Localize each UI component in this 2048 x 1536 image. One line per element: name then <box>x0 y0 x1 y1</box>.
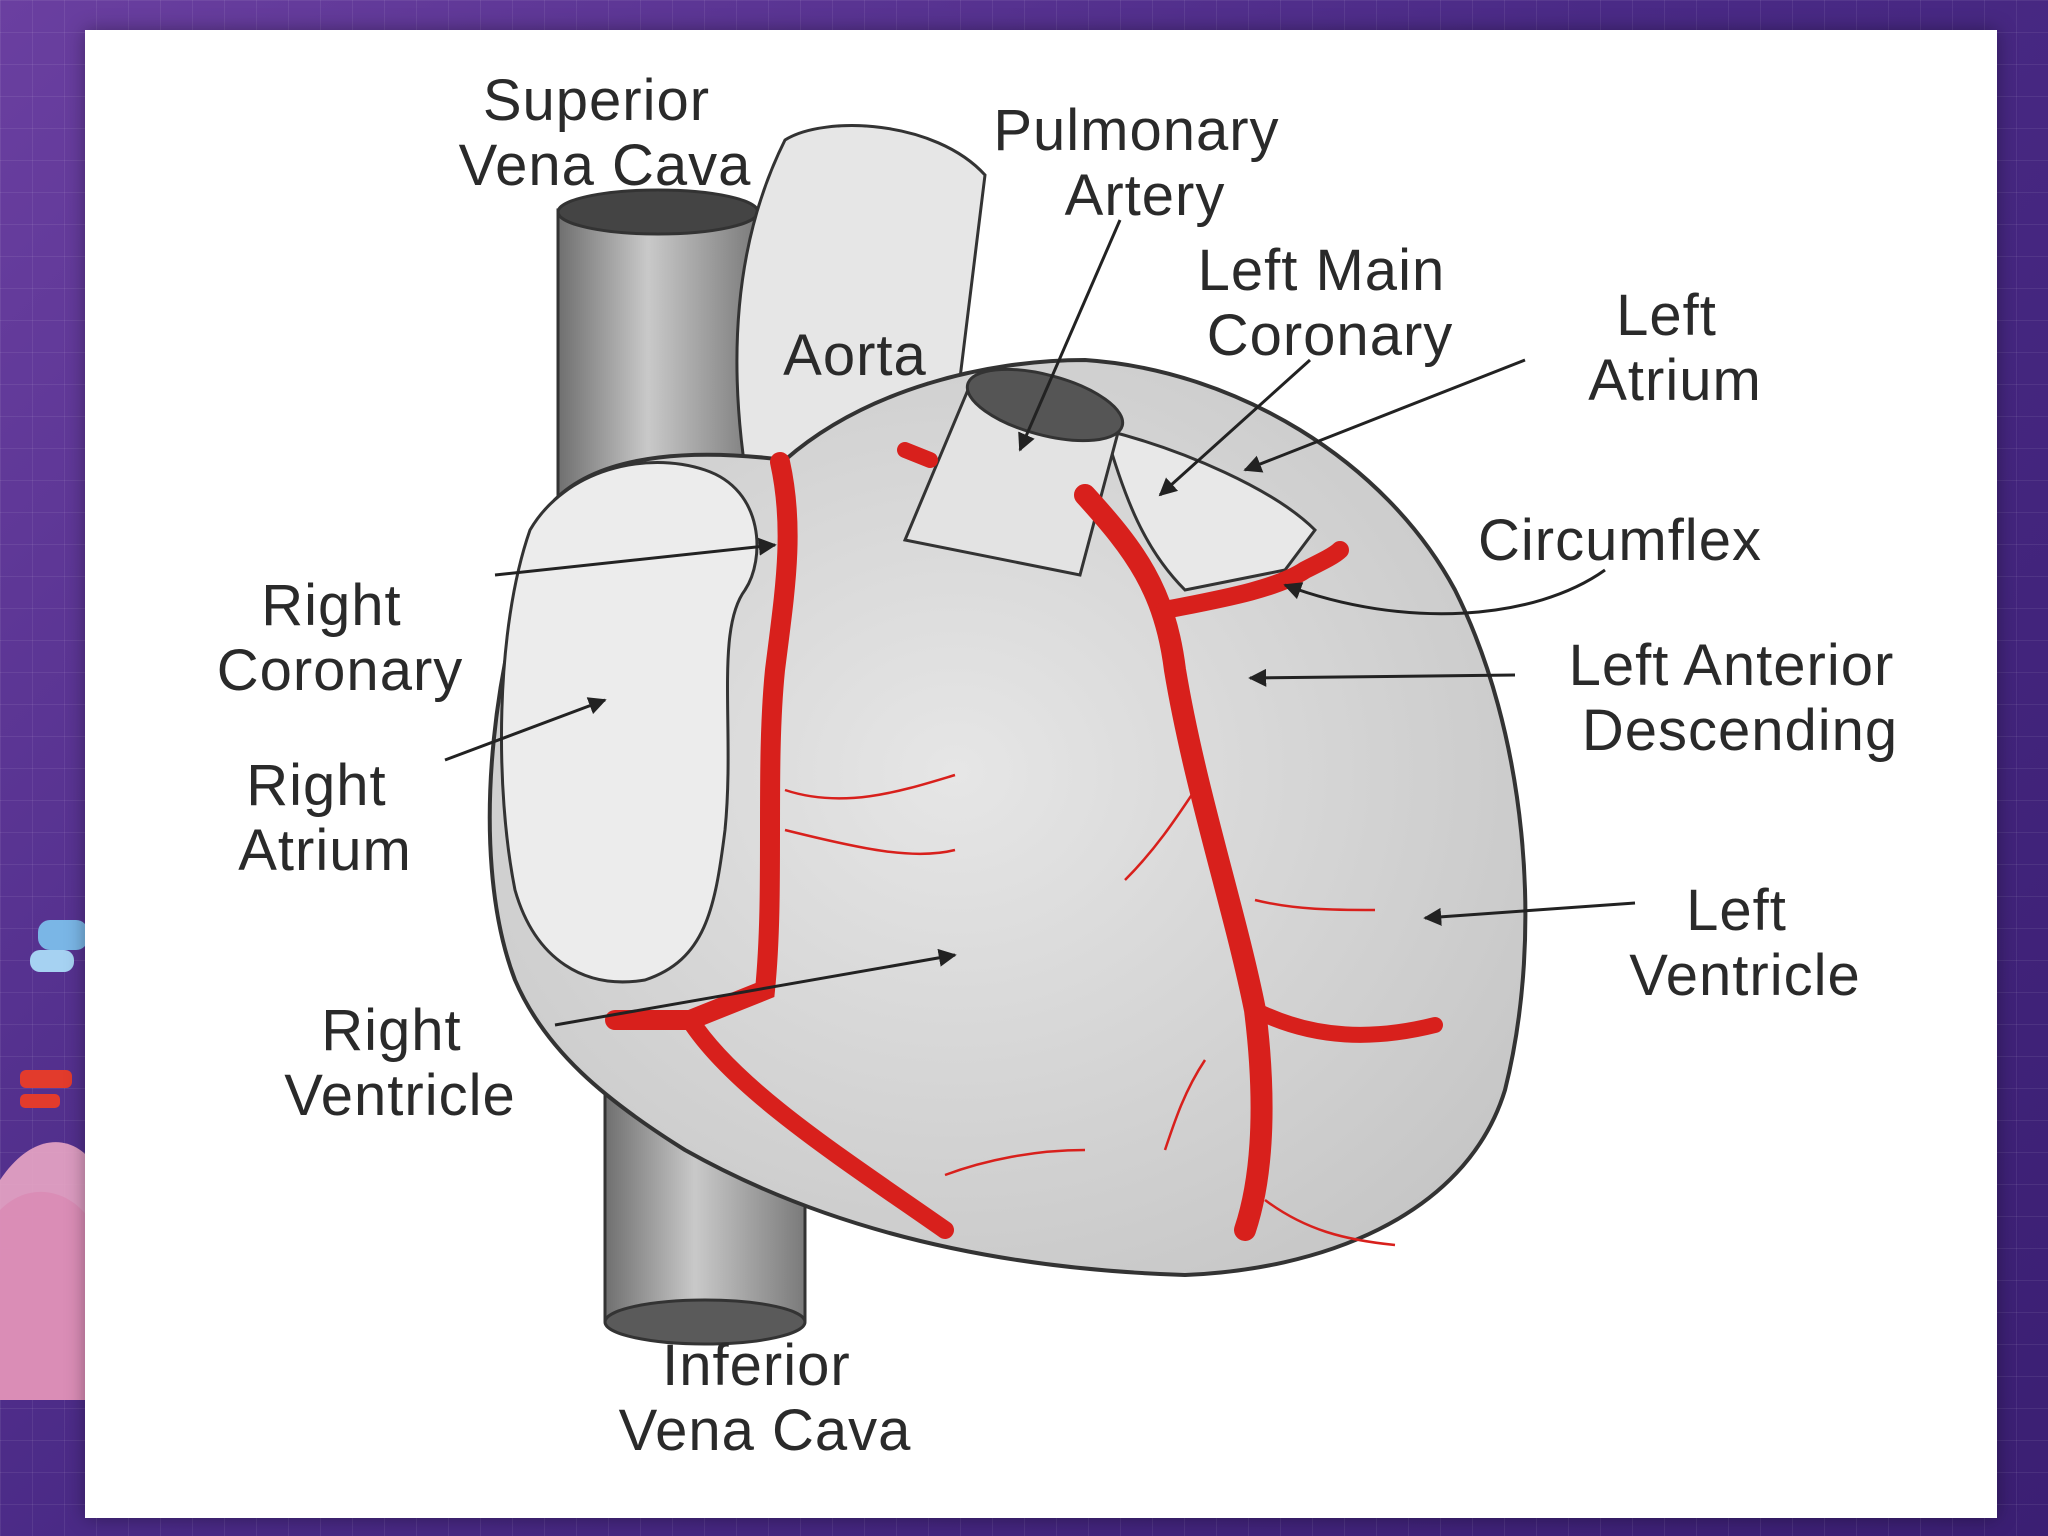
arrow-pulmonary-artery <box>1018 219 1122 452</box>
coronary-anatomy-diagram: Superior Vena Cava Pulmonary Artery Left… <box>217 68 1912 1463</box>
arrow-right-atrium <box>444 697 607 762</box>
label-right-coronary: Right Coronary <box>217 573 464 703</box>
small-vessels <box>784 773 1396 1247</box>
right-coronary-branch <box>681 1011 954 1239</box>
pulmonary-artery <box>902 367 1125 577</box>
circumflex-artery <box>1156 541 1349 619</box>
label-right-atrium: Right Atrium <box>238 753 412 883</box>
coronary-arteries <box>605 442 1443 1241</box>
arrow-right-coronary <box>494 537 777 577</box>
left-atrium <box>1102 427 1317 592</box>
diagram-panel: Superior Vena Cava Pulmonary Artery Left… <box>85 30 1997 1518</box>
arrow-circumflex <box>1283 568 1606 616</box>
label-left-anterior-descending: Left Anterior Descending <box>1569 633 1912 763</box>
label-aorta: Aorta <box>783 323 927 388</box>
decorative-heart-illustration <box>0 920 100 1400</box>
arrow-left-anterior-descending <box>1248 668 1516 687</box>
label-left-ventricle: Left Ventricle <box>1629 878 1860 1008</box>
right-coronary-artery <box>605 452 798 1030</box>
arrow-left-ventricle <box>1423 901 1636 926</box>
label-right-ventricle: Right Ventricle <box>284 998 515 1128</box>
label-pulmonary-artery: Pulmonary Artery <box>993 98 1296 228</box>
leader-arrows <box>444 219 1636 1027</box>
label-left-atrium: Left Atrium <box>1588 283 1762 413</box>
arrow-left-main-coronary <box>1158 358 1312 497</box>
label-circumflex: Circumflex <box>1478 508 1762 573</box>
label-inferior-vena-cava: Inferior Vena Cava <box>619 1333 912 1463</box>
label-left-main-coronary: Left Main Coronary <box>1198 238 1463 368</box>
arrow-right-ventricle <box>554 948 957 1027</box>
label-superior-vena-cava: Superior Vena Cava <box>459 68 752 198</box>
arrow-left-atrium <box>1243 358 1526 473</box>
right-atrium <box>500 461 759 984</box>
left-anterior-descending-artery <box>1074 484 1273 1241</box>
